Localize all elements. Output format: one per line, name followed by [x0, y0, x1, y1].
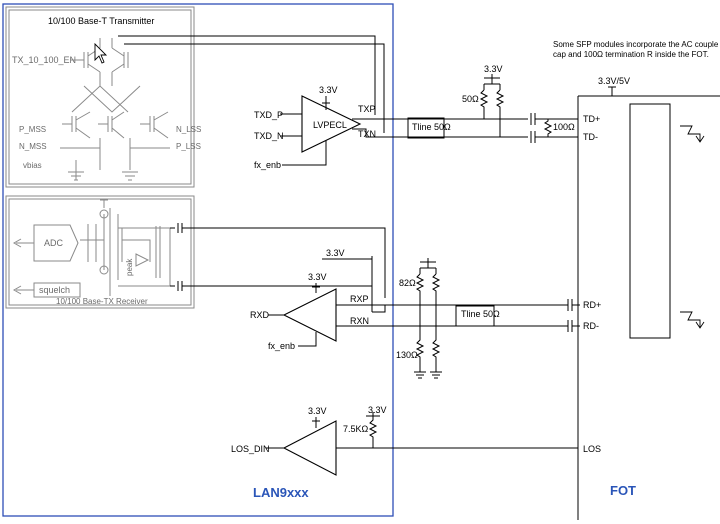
n-lss-label: N_LSS: [176, 125, 201, 134]
fot-led-icon: [680, 125, 705, 143]
rx-vcc-top-wire: [322, 258, 373, 312]
r100-resistor: [543, 119, 553, 137]
transmitter-circuit: [60, 38, 170, 181]
transmitter-block: 10/100 Base-T Transmitter TX_10_100_EN P…: [5, 6, 201, 188]
fot-los-label: LOS: [583, 444, 601, 454]
tx-fx-enb-label: fx_enb: [254, 160, 281, 170]
rx-tline-label: Tline 50Ω: [461, 309, 500, 319]
p-lss-label: P_LSS: [176, 142, 201, 151]
rx-vcc-label: 3.3V: [308, 272, 327, 282]
tx-tline-box: [407, 117, 445, 139]
receiver-title: 10/100 Base-TX Receiver: [56, 297, 148, 306]
tx-en-label: TX_10_100_EN: [12, 55, 76, 65]
vbias-label: vbias: [23, 161, 42, 170]
p-mss-label: P_MSS: [19, 125, 46, 134]
transmitter-title: 10/100 Base-T Transmitter: [48, 16, 154, 26]
rxp-label: RXP: [350, 294, 369, 304]
r50-label: 50Ω: [462, 94, 479, 104]
r75k-label: 7.5KΩ: [343, 424, 369, 434]
rx-lines: [336, 299, 580, 332]
r82-label: 82Ω: [399, 278, 416, 288]
fot-photodiode-icon: [680, 311, 705, 329]
receiver-block: ADC squelch 10/100 Base-TX Receiver peak: [5, 195, 195, 309]
adc-label: ADC: [44, 238, 64, 248]
los-pullup-resistor: [366, 412, 380, 448]
rx-bias-network: [414, 258, 442, 379]
fot-module: [577, 95, 720, 520]
txd-p-label: TXD_P: [254, 110, 283, 120]
txn-label: TXN: [358, 129, 376, 139]
transmitter-output-wires: [118, 35, 385, 133]
rx-vcc-rail: [312, 283, 320, 293]
txd-input-wires: [280, 113, 302, 137]
los-vcc-rail: [312, 417, 320, 428]
squelch-label: squelch: [39, 285, 70, 295]
rx-tline-box: [455, 305, 495, 327]
peak-label: peak: [125, 258, 134, 276]
fot-vcc-label: 3.3V/5V: [598, 76, 630, 86]
adc-block: [33, 224, 79, 262]
rx-buffer: [282, 288, 337, 342]
fot-vcc-rail: [608, 86, 616, 96]
td-minus-label: TD-: [583, 132, 598, 142]
fot-note-line2: cap and 100Ω termination R inside the FO…: [553, 50, 709, 59]
tx-tline-label: Tline 50Ω: [412, 122, 451, 132]
cursor-icon: [94, 42, 108, 64]
los-din-label: LOS_DIN: [231, 444, 270, 454]
chip-boundary: [2, 3, 394, 517]
td-plus-label: TD+: [583, 114, 600, 124]
txp-label: TXP: [358, 104, 376, 114]
n-mss-label: N_MSS: [19, 142, 47, 151]
rx-fx-enb-label: fx_enb: [268, 341, 295, 351]
rxd-label: RXD: [250, 310, 270, 320]
los-buffer: [282, 420, 337, 476]
tx-fx-enb-wire: [282, 140, 327, 166]
fot-note-line1: Some SFP modules incorporate the AC coup…: [553, 40, 719, 49]
tx-vcc-label: 3.3V: [319, 85, 338, 95]
tx-pullup-vcc-label: 3.3V: [484, 64, 503, 74]
squelch-output-arrow: [12, 285, 34, 295]
rxn-label: RXN: [350, 316, 369, 326]
txd-n-label: TXD_N: [254, 131, 284, 141]
tx-lines: [352, 113, 578, 143]
los-vcc-label: 3.3V: [308, 406, 327, 416]
lvpecl-buffer: LVPECL: [301, 95, 362, 153]
rx-fx-enb-wire: [298, 332, 317, 347]
lvpecl-label: LVPECL: [313, 120, 347, 130]
tx-vcc-rail: [322, 96, 330, 110]
fot-inner-block: [629, 103, 671, 339]
r130-label: 130Ω: [396, 350, 418, 360]
rx-vcc-top-label: 3.3V: [326, 248, 345, 258]
receiver-input-wires: [170, 223, 386, 298]
tx-pullup-resistors: [479, 74, 505, 137]
los-pullup-vcc-label: 3.3V: [368, 405, 387, 415]
receiver-circuit: [80, 199, 171, 296]
rd-plus-label: RD+: [583, 300, 601, 310]
chip-label: LAN9xxx: [253, 485, 309, 500]
r100-label: 100Ω: [553, 122, 575, 132]
rd-minus-label: RD-: [583, 321, 599, 331]
fot-name: FOT: [610, 483, 636, 498]
adc-output-arrow: [12, 238, 34, 248]
